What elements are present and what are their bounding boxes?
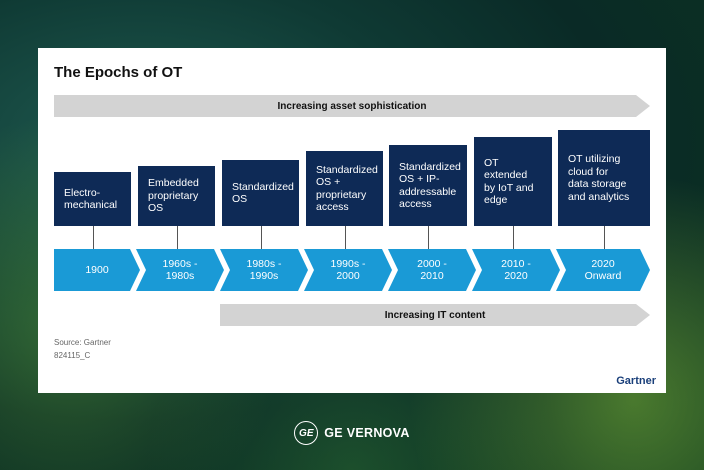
ge-monogram-text: GE	[299, 427, 314, 439]
brand-name: GE VERNOVA	[324, 426, 410, 440]
gartner-logo: Gartner	[616, 375, 656, 387]
epoch-description: Standardized OS + proprietary access	[316, 163, 378, 214]
period-chevron-1: 1900	[54, 249, 140, 291]
connector-line	[345, 226, 346, 249]
asset-sophistication-label: Increasing asset sophistication	[277, 100, 427, 112]
period-label: 1980s - 1990s	[246, 257, 282, 282]
epoch-box-1: Electro- mechanical	[54, 172, 131, 226]
period-label: 2000 - 2010	[417, 257, 447, 282]
page-title: The Epochs of OT	[54, 64, 183, 81]
epoch-box-2: Embedded proprietary OS	[138, 166, 215, 226]
epoch-description: Standardized OS	[232, 180, 294, 206]
period-label: 2020 Onward	[584, 257, 622, 282]
period-chevron-4: 1990s - 2000	[304, 249, 392, 291]
epoch-description: Standardized OS + IP- addressable access	[399, 160, 461, 211]
period-label: 1990s - 2000	[330, 257, 366, 282]
epoch-box-3: Standardized OS	[222, 160, 299, 226]
period-chevron-7: 2020 Onward	[556, 249, 650, 291]
it-content-label: Increasing IT content	[384, 309, 486, 321]
epoch-box-5: Standardized OS + IP- addressable access	[389, 145, 467, 226]
figure-code: 824115_C	[54, 351, 91, 360]
period-chevron-3: 1980s - 1990s	[220, 249, 308, 291]
period-chevron-5: 2000 - 2010	[388, 249, 476, 291]
connector-line	[261, 226, 262, 249]
connector-line	[513, 226, 514, 249]
epoch-description: OT utilizing cloud for data storage and …	[568, 153, 630, 203]
source-note: Source: Gartner	[54, 338, 111, 347]
footer-brand: GE GE VERNOVA	[0, 420, 704, 446]
asset-sophistication-arrow: Increasing asset sophistication	[54, 95, 650, 117]
period-chevron-2: 1960s - 1980s	[136, 249, 224, 291]
connector-line	[177, 226, 178, 249]
connector-line	[428, 226, 429, 249]
epoch-box-7: OT utilizing cloud for data storage and …	[558, 130, 650, 226]
epoch-box-6: OT extended by IoT and edge	[474, 137, 552, 226]
connector-line	[93, 226, 94, 249]
ge-monogram-icon: GE	[294, 421, 319, 445]
connector-line	[604, 226, 605, 249]
epoch-box-4: Standardized OS + proprietary access	[306, 151, 383, 226]
period-chevron-6: 2010 - 2020	[472, 249, 560, 291]
epoch-description: Embedded proprietary OS	[148, 177, 199, 215]
epoch-description: Electro- mechanical	[64, 186, 118, 212]
period-label: 1960s - 1980s	[162, 257, 198, 282]
diagram-card: The Epochs of OT Increasing asset sophis…	[38, 48, 666, 393]
period-label: 2010 - 2020	[501, 257, 531, 282]
epoch-description: OT extended by IoT and edge	[484, 156, 534, 207]
it-content-arrow: Increasing IT content	[220, 304, 650, 326]
period-label: 1900	[85, 263, 109, 276]
